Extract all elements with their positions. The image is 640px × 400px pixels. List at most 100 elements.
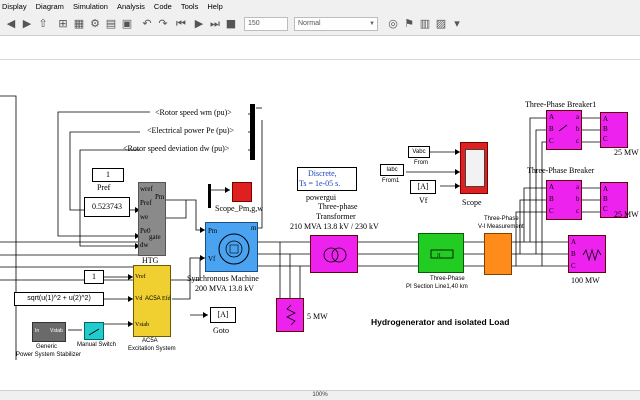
model-explorer-icon[interactable]: ▣ — [121, 17, 133, 30]
powergui-block[interactable]: Discrete, Ts = 1e-05 s. — [297, 167, 357, 191]
menu-diagram[interactable]: Diagram — [35, 1, 64, 11]
discrete-text: Discrete, — [308, 169, 337, 178]
htg-block[interactable]: wref Pref we Pe0 dw Pm gate — [138, 182, 166, 256]
transformer-block[interactable] — [310, 235, 358, 273]
transformer-label-1: Three-phase — [318, 202, 358, 211]
back-icon[interactable]: ◀ — [6, 17, 16, 30]
grid-icon[interactable]: ▤ — [105, 17, 117, 30]
breaker1-port-a-out: a — [576, 113, 580, 121]
pss-block[interactable]: In Vstab — [32, 322, 66, 342]
sm-label-1: Synchronous Machine — [187, 274, 259, 283]
settings-icon[interactable]: ⚙ — [90, 17, 100, 30]
exc-label-2: Excitation System — [128, 346, 176, 352]
scope-pm-label: Scope_Pm,g,w — [215, 204, 263, 213]
run-icon[interactable]: ▶ — [194, 17, 204, 30]
load100-port-b: B — [571, 250, 576, 258]
constant-block[interactable]: 0.523743 — [84, 197, 130, 217]
debug-icon[interactable]: ⚑ — [404, 17, 414, 30]
load-5mw-block[interactable] — [276, 298, 304, 332]
step-forward-icon[interactable]: ⏭ — [210, 17, 220, 30]
breaker1-port-c: C — [549, 137, 554, 145]
transformer-label-2: Transformer — [316, 212, 356, 221]
scope-block[interactable] — [460, 142, 488, 194]
load5-label: 5 MW — [307, 312, 328, 321]
up-icon[interactable]: ⇧ — [38, 17, 48, 30]
menu-tools[interactable]: Tools — [180, 1, 199, 11]
load100-label: 100 MW — [571, 276, 600, 285]
pref-value: 1 — [106, 170, 110, 179]
goto-block[interactable]: [A] — [210, 307, 236, 323]
data-inspector-icon[interactable]: ▨ — [435, 17, 447, 30]
from-iabc-block[interactable]: Iabc — [380, 164, 404, 176]
load100-port-a: A — [571, 238, 577, 246]
vref-value: 1 — [92, 272, 96, 281]
htg-port-wref: wref — [140, 185, 153, 193]
stop-icon[interactable]: ■ — [225, 17, 237, 30]
forward-icon[interactable]: ▶ — [22, 17, 32, 30]
exc-port-vstab: Vstab — [135, 322, 149, 328]
load-25mw-2-block[interactable]: A B C — [600, 182, 628, 218]
pss-label-2: Power System Stabilizer — [16, 352, 82, 358]
scope-label: Scope — [462, 198, 482, 207]
pi-section-block[interactable]: π — [418, 233, 464, 273]
pi-symbol: π — [430, 249, 454, 259]
vref-constant-block[interactable]: 1 — [84, 270, 104, 284]
breaker-port-a-out: a — [576, 183, 580, 191]
breaker-block[interactable]: A B C a b c — [546, 180, 582, 220]
vi-measurement-block[interactable] — [484, 233, 512, 275]
model-advisor-icon[interactable]: ◎ — [388, 17, 398, 30]
mux-block[interactable] — [208, 184, 211, 208]
from-vabc-block[interactable]: Vabc — [408, 146, 430, 158]
htg-port-gate: gate — [149, 233, 161, 241]
step-back-icon[interactable]: ⏮ — [176, 17, 186, 30]
breaker1-port-b-out: b — [576, 125, 580, 133]
menu-analysis[interactable]: Analysis — [116, 1, 145, 11]
synchronous-machine-block[interactable]: Pm Vf m — [205, 222, 258, 272]
menu-help[interactable]: Help — [207, 1, 223, 11]
breadcrumb-strip — [0, 36, 640, 60]
sqrt-fcn-block[interactable]: sqrt(u(1)^2 + u(2)^2) — [14, 292, 104, 306]
htg-port-dw: dw — [140, 241, 149, 249]
simulation-mode-select[interactable]: Normal ▼ — [294, 17, 378, 31]
breaker1-block[interactable]: A B C a b c — [546, 110, 582, 150]
load25a-port-a: A — [603, 115, 609, 123]
build-icon[interactable]: ▥ — [419, 17, 431, 30]
load25b-port-c: C — [603, 205, 608, 213]
manual-switch-block[interactable] — [84, 322, 104, 340]
load25a-port-c: C — [603, 135, 608, 143]
model-canvas[interactable]: <Rotor speed wm (pu)> <Electrical power … — [0, 60, 640, 390]
undo-icon[interactable]: ↶ — [142, 17, 152, 30]
exc-port-vd: Vd — [135, 296, 143, 302]
scope-pm-block[interactable] — [232, 182, 252, 202]
chevron-down-icon: ▼ — [369, 21, 375, 27]
redo-icon[interactable]: ↷ — [158, 17, 168, 30]
from-vf-block[interactable]: [A] — [410, 180, 436, 194]
vabc-tag: Vabc — [412, 149, 426, 155]
goto-label: Goto — [213, 326, 229, 335]
load25b-label: 25 MW — [614, 210, 639, 219]
pref-label: Pref — [97, 183, 111, 192]
breaker-port-b: B — [549, 195, 554, 203]
menu-simulation[interactable]: Simulation — [72, 1, 108, 11]
diagram-title: Hydrogenerator and isolated Load — [371, 317, 510, 327]
transformer-label-3: 210 MVA 13.8 kV / 230 kV — [290, 222, 379, 231]
bus-selector-block[interactable] — [250, 104, 255, 160]
signal-lines — [0, 95, 600, 360]
machine-symbol — [218, 233, 250, 265]
sm-port-pm: Pm — [208, 227, 218, 235]
sm-label-2: 200 MVA 13.8 kV — [195, 284, 254, 293]
load-100mw-block[interactable]: A B C — [568, 235, 606, 273]
pref-constant-block[interactable]: 1 — [92, 168, 124, 182]
exciter-block[interactable]: Vref Vd Vstab AC5A Efd — [133, 265, 171, 337]
menu-code[interactable]: Code — [153, 1, 172, 11]
stop-time-input[interactable]: 150 — [244, 17, 288, 31]
menu-display[interactable]: Display — [2, 1, 27, 11]
breaker1-port-a: A — [549, 113, 555, 121]
load100-port-c: C — [571, 262, 576, 270]
load-25mw-1-block[interactable]: A B C — [600, 112, 628, 148]
more-icon[interactable]: ▾ — [454, 17, 460, 30]
library-icon[interactable]: ▦ — [73, 17, 85, 30]
manual-switch-label: Manual Switch — [77, 342, 117, 348]
zoom-fit-icon[interactable]: ⊞ — [58, 17, 68, 30]
breaker1-port-b: B — [549, 125, 554, 133]
